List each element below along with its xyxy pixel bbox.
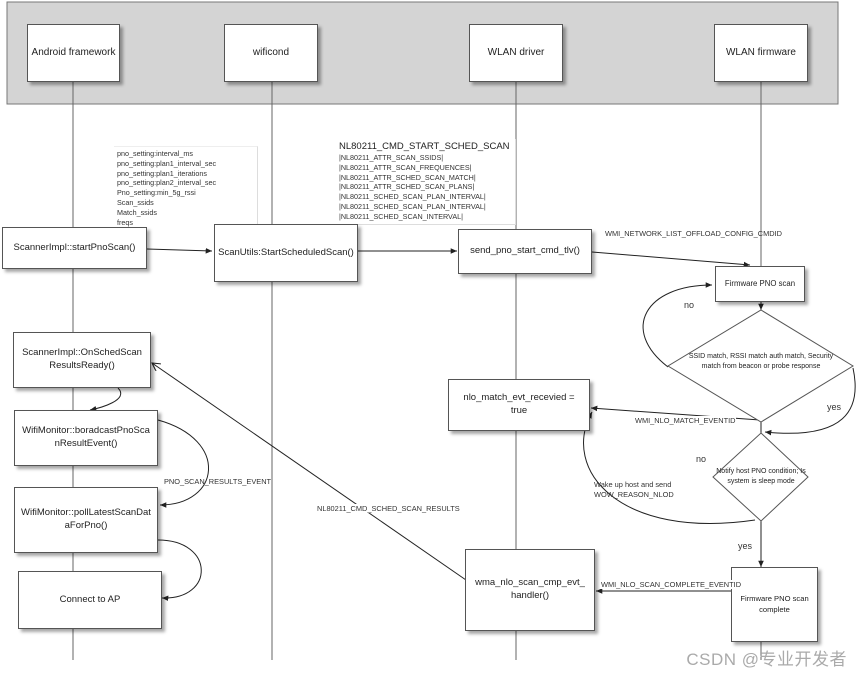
loop-no-2 [583, 411, 756, 524]
box-label: Firmware PNO scan complete [740, 594, 809, 614]
box-label: Connect to AP [59, 593, 121, 605]
label-pno-results-event: PNO_SCAN_RESULTS_EVENT [164, 477, 272, 486]
box-label: send_pno_start_cmd_tlv() [470, 245, 580, 257]
box-label: wma_nlo_scan_cmp_evt_handler() [475, 577, 585, 601]
lifeline-header-firmware: WLAN firmware [714, 24, 808, 82]
box-label: Firmware PNO scan [724, 278, 796, 288]
box-label: ScanUtils:StartScheduledScan() [218, 246, 354, 258]
lifeline-label: WLAN firmware [725, 47, 796, 59]
loop-yes-1 [764, 367, 856, 436]
note-line: Match_ssids [117, 207, 157, 217]
decision-notify-host [712, 432, 809, 522]
note-line: freqs [117, 217, 133, 227]
box-label: ScannerImpl::startPnoScan() [13, 241, 136, 253]
note-line: pno_setting:plan1_interval_sec [117, 158, 217, 168]
loop-no-1 [642, 282, 713, 368]
lifeline-header-android: Android framework [27, 24, 120, 82]
scanner-start-box: ScannerImpl::startPnoScan() [2, 227, 147, 269]
watermark: CSDN @专业开发者 [686, 650, 847, 669]
label-wmi-network: WMI_NETWORK_LIST_OFFLOAD_CONFIG_CMDID [605, 229, 782, 238]
box-label: WifiMonitor::pollLatestScanDataForPno() [21, 507, 151, 531]
wma-nlo-box: wma_nlo_scan_cmp_evt_handler() [465, 549, 595, 631]
label-yes-2: yes [738, 541, 753, 551]
label-wow-reason: WOW_REASON_NLOD [594, 490, 674, 499]
lifeline-label: Android framework [31, 47, 116, 59]
note-line: |NL80211_SCHED_SCAN_INTERVAL| [339, 211, 463, 221]
note-line: pno_setting:plan2_interval_sec [117, 178, 217, 188]
arrow-send-to-fw [591, 251, 751, 268]
box-label: nlo_match_evt_recevied = true [463, 392, 575, 416]
lifeline-label: WLAN driver [487, 47, 545, 59]
note-line: |NL80211_ATTR_SCHED_SCAN_PLANS| [339, 182, 475, 192]
nlo-match-box: nlo_match_evt_recevied = true [448, 379, 590, 431]
note-line: |NL80211_ATTR_SCHED_SCAN_MATCH| [339, 172, 476, 182]
label-wake-up: Wake up host and send [594, 480, 672, 489]
on-sched-box: ScannerImpl::OnSchedScanResultsReady() [13, 332, 151, 388]
loop-onsched-to-broadcast [89, 387, 122, 412]
scanutils-box: ScanUtils:StartScheduledScan() [214, 224, 358, 282]
decision-notify-label: Notify host PNO condition; Is system is … [716, 468, 806, 485]
note-line: |NL80211_ATTR_SCAN_SSIDS| [339, 153, 444, 162]
lifeline-header-driver: WLAN driver [469, 24, 563, 82]
decision-ssid-match [667, 309, 854, 423]
lifeline-label: wificond [252, 47, 290, 59]
loop-poll-to-connect [157, 539, 202, 602]
label-wmi-nlo-complete: WMI_NLO_SCAN_COMPLETE_EVENTID [600, 580, 743, 589]
arrow-sched-scan-results [152, 363, 467, 581]
note-line: Scan_ssids [117, 197, 154, 207]
note-line: |NL80211_ATTR_SCAN_FREQUENCES| [339, 162, 472, 172]
label-yes-1: yes [827, 402, 842, 412]
box-label: ScannerImpl::OnSchedScanResultsReady() [22, 347, 142, 371]
send-pno-box: send_pno_start_cmd_tlv() [458, 229, 592, 274]
label-no-1: no [684, 300, 695, 310]
loop-broadcast-to-poll [157, 419, 209, 508]
pno-settings-note: pno_setting:interval_ms pno_setting:plan… [114, 146, 258, 231]
note-line: pno_setting:plan1_iterations [117, 168, 207, 178]
label-nl80211-results: NL80211_CMD_SCHED_SCAN_RESULTS [316, 504, 461, 513]
decision-ssid-label: SSID match, RSSI match auth match, Secur… [688, 353, 834, 370]
header-band [6, 1, 839, 105]
lifeline-header-wificond: wificond [224, 24, 318, 82]
note-line: |NL80211_SCHED_SCAN_PLAN_INTERVAL| [339, 201, 486, 211]
box-label: WifiMonitor::boradcastPnoScanResultEvent… [22, 425, 150, 449]
poll-box: WifiMonitor::pollLatestScanDataForPno() [14, 487, 158, 553]
connect-box: Connect to AP [18, 571, 162, 629]
fw-pno-scan-box: Firmware PNO scan [715, 266, 805, 302]
note-line: |NL80211_SCHED_SCAN_PLAN_INTERVAL| [339, 192, 486, 202]
fw-complete-box: Firmware PNO scan complete [731, 567, 818, 642]
label-wmi-nlo-match: WMI_NLO_MATCH_EVENTID [634, 416, 737, 425]
note-line: pno_setting:interval_ms [117, 149, 193, 158]
note-line: Pno_setting:min_5g_rssi [117, 188, 196, 198]
nl80211-note: NL80211_CMD_START_SCHED_SCAN |NL80211_AT… [337, 139, 516, 225]
broadcast-box: WifiMonitor::boradcastPnoScanResultEvent… [14, 410, 158, 466]
arrow-start-to-scanutils [146, 248, 213, 254]
label-no-2: no [696, 454, 707, 464]
nl80211-title: NL80211_CMD_START_SCHED_SCAN [339, 141, 510, 152]
